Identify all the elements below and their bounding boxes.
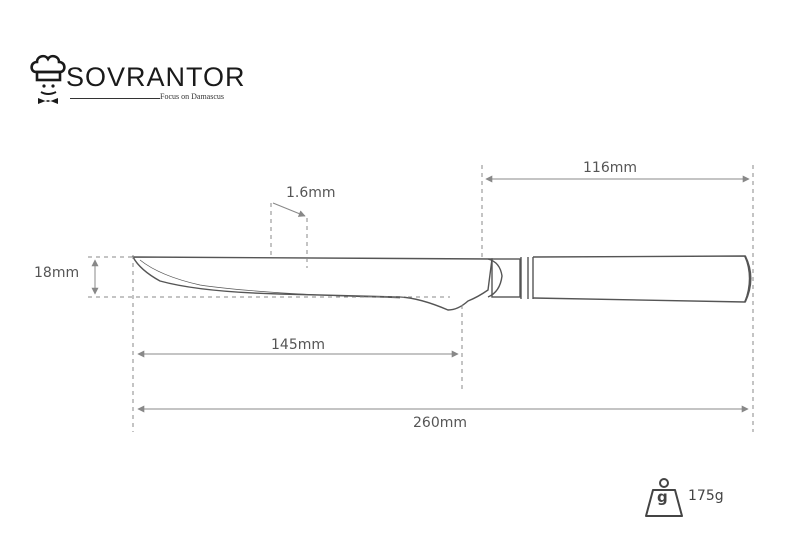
weight-icon [645, 478, 683, 517]
brand-name: SOVRANTOR [66, 62, 246, 92]
brand-tagline: Focus on Damascus [160, 92, 224, 101]
extension-lines [88, 165, 754, 432]
brand-divider [70, 98, 160, 99]
handle-length-label: 116mm [583, 160, 637, 176]
thickness-label: 1.6mm [286, 185, 336, 201]
chef-hat-logo-icon [30, 54, 66, 104]
blade-length-label: 145mm [271, 337, 325, 353]
weight-label: 175g [688, 488, 724, 504]
knife-handle [487, 255, 752, 303]
weight-icon-letter: g [657, 488, 668, 506]
blade-height-label: 18mm [34, 265, 80, 281]
dimension-arrows [91, 175, 750, 413]
thickness-arrow [272, 202, 306, 217]
knife-blade [131, 256, 493, 311]
total-length-label: 260mm [413, 415, 467, 431]
